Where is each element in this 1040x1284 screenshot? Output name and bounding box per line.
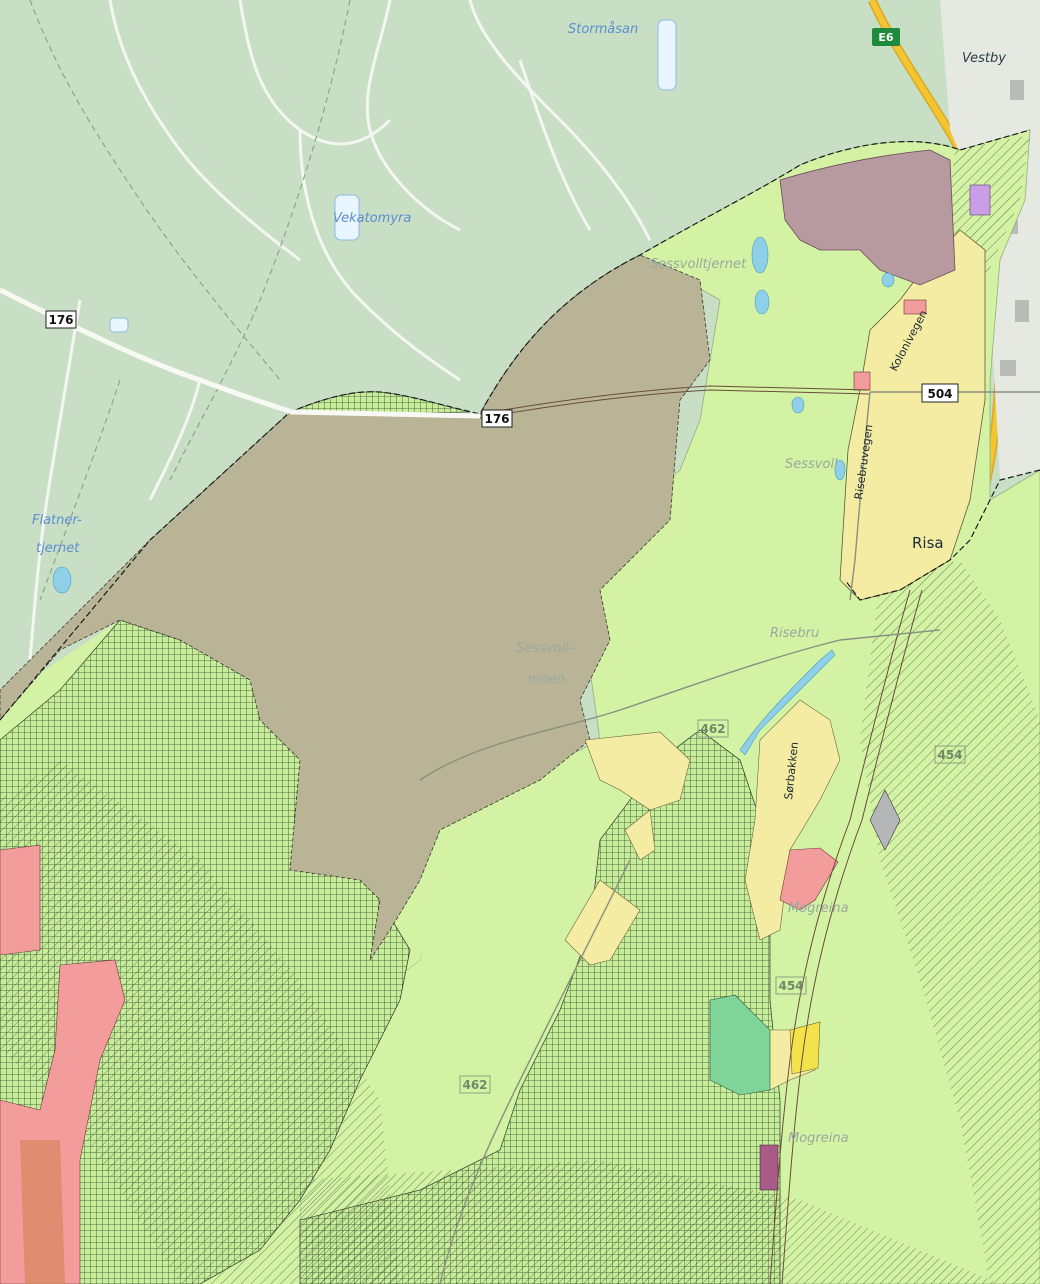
svg-text:E6: E6: [878, 31, 894, 44]
hatch-band-left: [0, 760, 400, 1284]
label-risa: Risa: [912, 534, 944, 552]
label-sessvoll: Sessvoll: [785, 457, 838, 472]
shield-454-b: 454: [775, 976, 807, 995]
plan-area-brown: [0, 254, 711, 961]
plan-area-pink-mogreina: [779, 847, 839, 911]
plan-area-red-small-1: [903, 299, 927, 315]
svg-text:454: 454: [937, 748, 962, 762]
label-vestby: Vestby: [962, 51, 1006, 66]
residential-patch-3: [564, 879, 641, 966]
railway-lines: [479, 385, 923, 1284]
plan-area-purple-south: [759, 1144, 779, 1191]
label-sessvollmoen-1: Sessvoll-: [516, 641, 574, 656]
plan-area-orange-left: [20, 1140, 65, 1284]
bog-areas: [109, 19, 677, 333]
label-mogreina-b: Mogreina: [788, 1131, 849, 1146]
label-mogreina-a: Mogreina: [788, 901, 849, 916]
svg-text:462: 462: [462, 1078, 487, 1092]
svg-text:176: 176: [48, 313, 73, 327]
svg-text:454: 454: [778, 979, 803, 993]
label-sessvollmoen-2: moen: [528, 672, 565, 687]
label-sorbakken: Sørbakken: [782, 741, 801, 800]
label-sessvolltjernet: Sessvolltjernet: [650, 257, 747, 272]
residential-patch-2: [624, 809, 656, 861]
plan-area-red-small-2: [853, 371, 871, 391]
municipal-boundary: [0, 129, 1031, 721]
label-risebru: Risebru: [770, 626, 819, 641]
residential-patch-1: [584, 731, 691, 811]
residential-patch-6: [789, 1021, 821, 1075]
plan-area-red-left: [0, 844, 41, 956]
shield-176-b: 176: [481, 409, 513, 428]
shield-504: 504: [921, 383, 959, 403]
shield-462-b: 462: [459, 1075, 491, 1094]
interchange-grey: [869, 789, 901, 851]
svg-text:462: 462: [700, 722, 725, 736]
plan-area-mauve: [779, 149, 956, 286]
svg-text:504: 504: [927, 387, 952, 401]
label-vekatomyra: Vekatomyra: [333, 211, 411, 226]
label-stormasan: Stormåsan: [568, 22, 638, 37]
svg-text:176: 176: [484, 412, 509, 426]
plan-area-teal: [709, 994, 771, 1096]
shield-e6: E6: [872, 28, 900, 46]
grid-zone-south: [299, 729, 781, 1284]
plan-area-violet: [969, 184, 991, 216]
label-flatner-1: Flatner-: [32, 513, 82, 528]
base-paths: [29, 0, 351, 601]
label-flatner-2: tjernet: [36, 541, 80, 556]
water-bodies: [52, 236, 895, 756]
hatch-band-bottom: [300, 1160, 1000, 1284]
hatch-band-right: [860, 560, 1040, 1284]
shield-462-a: 462: [697, 719, 729, 738]
shield-454-a: 454: [934, 745, 966, 764]
shield-176-a: 176: [45, 310, 77, 329]
